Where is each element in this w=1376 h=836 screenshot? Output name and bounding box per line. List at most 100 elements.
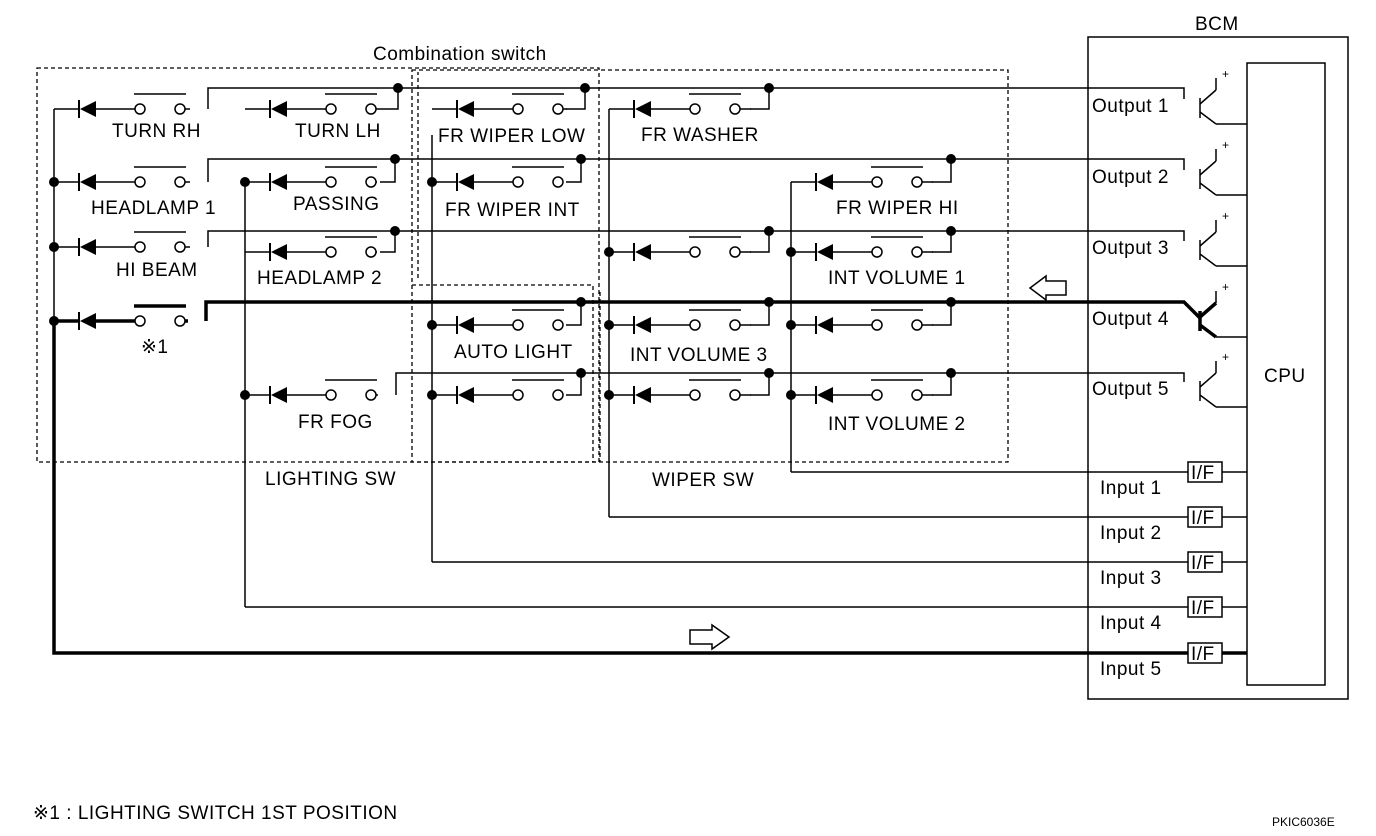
contact-icon <box>174 315 186 327</box>
switch-fr-fog <box>245 379 378 404</box>
switch-fr-front-c <box>432 379 564 404</box>
contact-icon <box>134 315 146 327</box>
input-3: Input 3 I/F <box>1100 551 1247 589</box>
output-label: Output 3 <box>1092 238 1169 259</box>
input-label: Input 3 <box>1100 568 1162 589</box>
switch-passing <box>245 166 377 191</box>
switch-fr-wiper-low <box>432 93 567 118</box>
label-fr-fog: FR FOG <box>298 412 373 433</box>
switch-units <box>54 93 933 404</box>
output-label: Output 4 <box>1092 309 1169 330</box>
label-turn-rh: TURN RH <box>112 121 201 142</box>
footnote: ※1 : LIGHTING SWITCH 1ST POSITION <box>33 803 398 824</box>
label-auto-light: AUTO LIGHT <box>454 342 573 363</box>
label-note-1: ※1 <box>141 337 169 358</box>
switch-int-volume-1 <box>791 236 933 261</box>
contact-icon <box>871 176 883 188</box>
contact-icon <box>729 246 741 258</box>
input-5: Input 5I/F <box>1100 642 1247 680</box>
switch-fr-wiper-int <box>432 166 564 191</box>
label-headlamp-2: HEADLAMP 2 <box>257 268 382 289</box>
label-fr-wiper-hi: FR WIPER HI <box>836 198 959 219</box>
diode-icon <box>80 239 96 255</box>
contact-icon <box>512 389 524 401</box>
contact-icon <box>689 103 701 115</box>
diode-icon <box>635 244 651 260</box>
contact-icon <box>174 241 186 253</box>
label-fr-washer: FR WASHER <box>641 125 759 146</box>
switch-fr-washer <box>609 93 751 118</box>
contact-icon <box>134 103 146 115</box>
interface-label: I/F <box>1191 644 1215 665</box>
switch-int-volume-3 <box>609 309 751 334</box>
diode-icon <box>635 101 651 117</box>
contact-icon <box>325 176 337 188</box>
output-1: Output 1+ <box>1092 67 1247 125</box>
contact-icon <box>729 389 741 401</box>
switch-int-volume-a <box>609 236 751 261</box>
output2-trunk <box>207 158 1185 182</box>
plus-icon: + <box>1222 209 1229 223</box>
label-fr-wiper-low: FR WIPER LOW <box>438 126 585 147</box>
switch-turn-lh <box>245 93 380 118</box>
switch-hi-beam <box>54 231 190 256</box>
contact-icon <box>512 103 524 115</box>
bcm-io-group: Output 1+Output 2+Output 3+Output 4+Outp… <box>1092 67 1247 680</box>
cpu-label: CPU <box>1264 366 1306 387</box>
contact-icon <box>689 319 701 331</box>
contact-icon <box>871 319 883 331</box>
contact-icon <box>365 246 377 258</box>
wiper-sw-label: WIPER SW <box>652 470 754 491</box>
plus-icon: + <box>1222 67 1229 81</box>
switch-fr-wiper-hi <box>791 166 933 191</box>
contact-icon <box>871 389 883 401</box>
label-fr-wiper-int: FR WIPER INT <box>445 200 580 221</box>
contact-icon <box>512 176 524 188</box>
contact-icon <box>689 246 701 258</box>
diode-icon <box>80 313 96 329</box>
diode-icon <box>817 174 833 190</box>
input-2: Input 2I/F <box>1100 506 1247 544</box>
interface-label: I/F <box>1191 463 1215 484</box>
diode-icon <box>271 101 287 117</box>
combination-switch-inner-enclosure <box>411 69 1009 463</box>
interface-label: I/F <box>1191 553 1215 574</box>
diode-icon <box>817 317 833 333</box>
input-label: Input 4 <box>1100 613 1162 634</box>
output-5: Output 5+ <box>1092 350 1247 408</box>
plus-icon: + <box>1222 280 1229 294</box>
diode-icon <box>817 244 833 260</box>
output4-trunk-bold <box>204 300 1202 321</box>
diode-icon <box>458 317 474 333</box>
diode-icon <box>271 387 287 403</box>
contact-icon <box>552 103 564 115</box>
contact-icon <box>552 319 564 331</box>
switch-headlamp-2 <box>245 236 377 261</box>
interface-label: I/F <box>1191 598 1215 619</box>
label-int-volume-3: INT VOLUME 3 <box>630 345 768 366</box>
diode-icon <box>458 101 474 117</box>
contact-icon <box>365 389 377 401</box>
lighting-sw-label: LIGHTING SW <box>265 469 396 490</box>
switch-headlamp-1 <box>54 166 190 191</box>
diode-icon <box>458 387 474 403</box>
contact-icon <box>729 103 741 115</box>
switch-lighting-1st <box>54 304 188 330</box>
plus-icon: + <box>1222 138 1229 152</box>
diode-icon <box>80 101 96 117</box>
input-label: Input 2 <box>1100 523 1162 544</box>
cpu-box <box>1246 62 1326 686</box>
label-int-volume-1: INT VOLUME 1 <box>828 268 966 289</box>
contact-icon <box>729 319 741 331</box>
bcm-box <box>1087 36 1349 700</box>
contact-icon <box>512 319 524 331</box>
input5-line-bold <box>52 321 1188 655</box>
contact-icon <box>134 241 146 253</box>
contact-icon <box>871 246 883 258</box>
junction-verticals <box>380 88 952 396</box>
output3-trunk <box>207 230 1185 247</box>
output-label: Output 5 <box>1092 379 1169 400</box>
label-turn-lh: TURN LH <box>295 121 381 142</box>
contact-icon <box>911 176 923 188</box>
